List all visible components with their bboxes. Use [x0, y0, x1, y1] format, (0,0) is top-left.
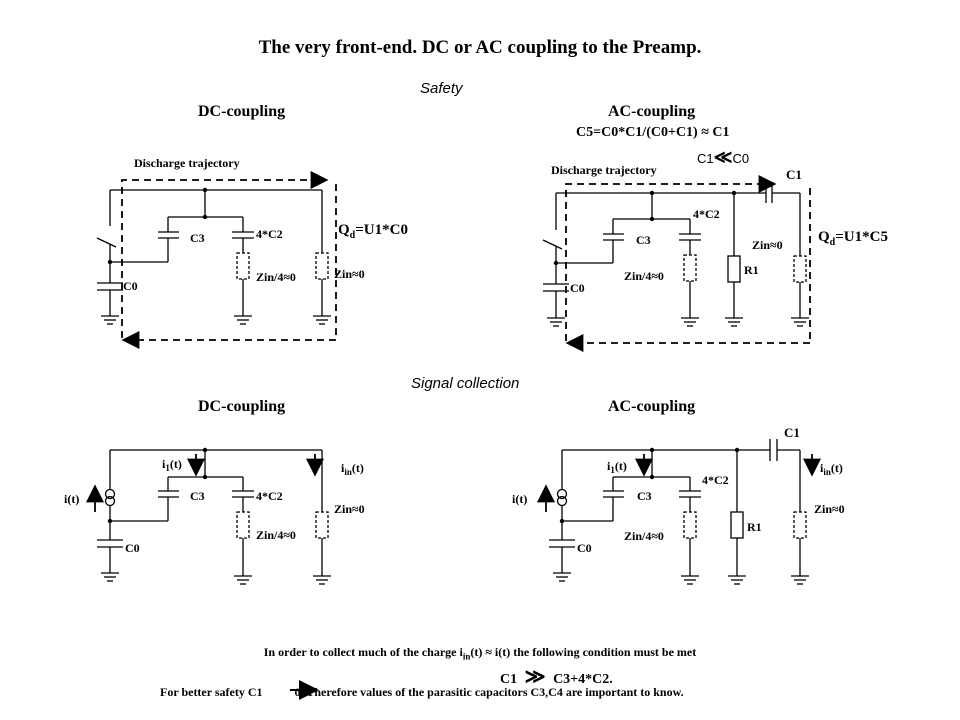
- discharge-path-dc: [121, 171, 337, 349]
- much-less-symbol: ≪: [713, 147, 733, 167]
- it-label-ac: i(t): [512, 492, 527, 506]
- zin-label: Zin≈0: [334, 267, 365, 281]
- dc-coupling-bottom-header: DC-coupling: [198, 398, 286, 415]
- qd-dc-rest: =U1*C0: [355, 222, 408, 238]
- zin4-label: Zin/4≈0: [256, 270, 296, 284]
- footer-line-1: In order to collect much of the charge i…: [0, 645, 960, 661]
- qd-ac: Qd=U1*C5: [818, 229, 888, 248]
- footer-line2-a: C1: [500, 672, 518, 687]
- c4-label: 4*C2: [256, 227, 283, 241]
- zin4-label-ac: Zin/4≈0: [624, 269, 664, 283]
- qd-dc: Qd=U1*C0: [338, 222, 408, 241]
- c0-label-ac: C0: [570, 281, 585, 295]
- zin-label-dc-bottom: Zin≈0: [334, 502, 365, 516]
- zin4-label-dc-bottom: Zin/4≈0: [256, 528, 296, 542]
- discharge-label-ac: Discharge trajectory: [551, 163, 657, 177]
- footer-line1-a: In order to collect much of the charge i: [263, 645, 463, 659]
- r1-label-ac-bottom: R1: [747, 520, 762, 534]
- c3-label-dc-bottom: C3: [190, 489, 205, 503]
- condition-left: C1: [697, 151, 714, 166]
- footer-line1-sub: in: [462, 651, 471, 662]
- ac-signal-circuit: [537, 439, 821, 585]
- i1-label-ac: i1(t): [607, 459, 627, 475]
- qd-q-ac: Q: [818, 229, 830, 245]
- c3-label-ac: C3: [636, 233, 651, 247]
- c1-label-ac-bottom: C1: [784, 425, 800, 440]
- c3-label: C3: [190, 231, 205, 245]
- r1-label-ac: R1: [744, 263, 759, 277]
- c4-label-ac-bottom: 4*C2: [702, 473, 729, 487]
- c0-label-dc-bottom: C0: [125, 541, 140, 555]
- ac-formula: C5=C0*C1/(C0+C1) ≈ C1: [576, 125, 730, 140]
- footer-line2-b: C3+4*C2.: [553, 672, 613, 687]
- discharge-path-ac: [565, 175, 811, 352]
- condition-right: C0: [732, 151, 750, 166]
- c0-label: C0: [123, 279, 138, 293]
- c4-label-ac: 4*C2: [693, 207, 720, 221]
- zin-label-ac-bottom: Zin≈0: [814, 502, 845, 516]
- it-label-dc: i(t): [64, 492, 79, 506]
- footer-line3-b: 0. Therefore values of the parasitic cap…: [294, 685, 684, 699]
- qd-q: Q: [338, 222, 350, 238]
- dc-safety-circuit: [96, 189, 331, 325]
- zin-label-ac: Zin≈0: [752, 238, 783, 252]
- section-signal-label: Signal collection: [411, 375, 520, 392]
- footer-line1-b: (t) ≈ i(t) the following condition must …: [470, 645, 697, 659]
- page-title: The very front-end. DC or AC coupling to…: [258, 37, 702, 58]
- ac-coupling-top-header: AC-coupling: [608, 103, 696, 120]
- discharge-label-dc: Discharge trajectory: [134, 156, 240, 170]
- qd-ac-rest: =U1*C5: [835, 229, 888, 245]
- much-greater-symbol: ≫: [524, 666, 546, 688]
- c3-label-ac-bottom: C3: [637, 489, 652, 503]
- iin-label-dc: iin(t): [341, 461, 364, 477]
- footer-line-2: C1 ≫ C3+4*C2.: [500, 664, 613, 689]
- c4-label-dc-bottom: 4*C2: [256, 489, 283, 503]
- qd-sub: d: [349, 230, 356, 241]
- i1-label-dc: i1(t): [162, 457, 182, 473]
- footer-line3-a: For better safety C1: [160, 685, 263, 699]
- qd-sub-ac: d: [829, 237, 836, 248]
- ac-coupling-bottom-header: AC-coupling: [608, 398, 696, 415]
- dc-signal-circuit: [86, 449, 331, 585]
- ac-condition: C1≪C0: [697, 147, 749, 168]
- footer-line-3: For better safety C1 0. Therefore values …: [160, 685, 684, 700]
- c1-label-ac: C1: [786, 167, 802, 182]
- ac-safety-circuit: [542, 183, 809, 327]
- c0-label-ac-bottom: C0: [577, 541, 592, 555]
- zin4-label-ac-bottom: Zin/4≈0: [624, 529, 664, 543]
- section-safety-label: Safety: [420, 80, 463, 97]
- dc-coupling-top-header: DC-coupling: [198, 103, 286, 120]
- iin-label-ac: iin(t): [820, 461, 843, 477]
